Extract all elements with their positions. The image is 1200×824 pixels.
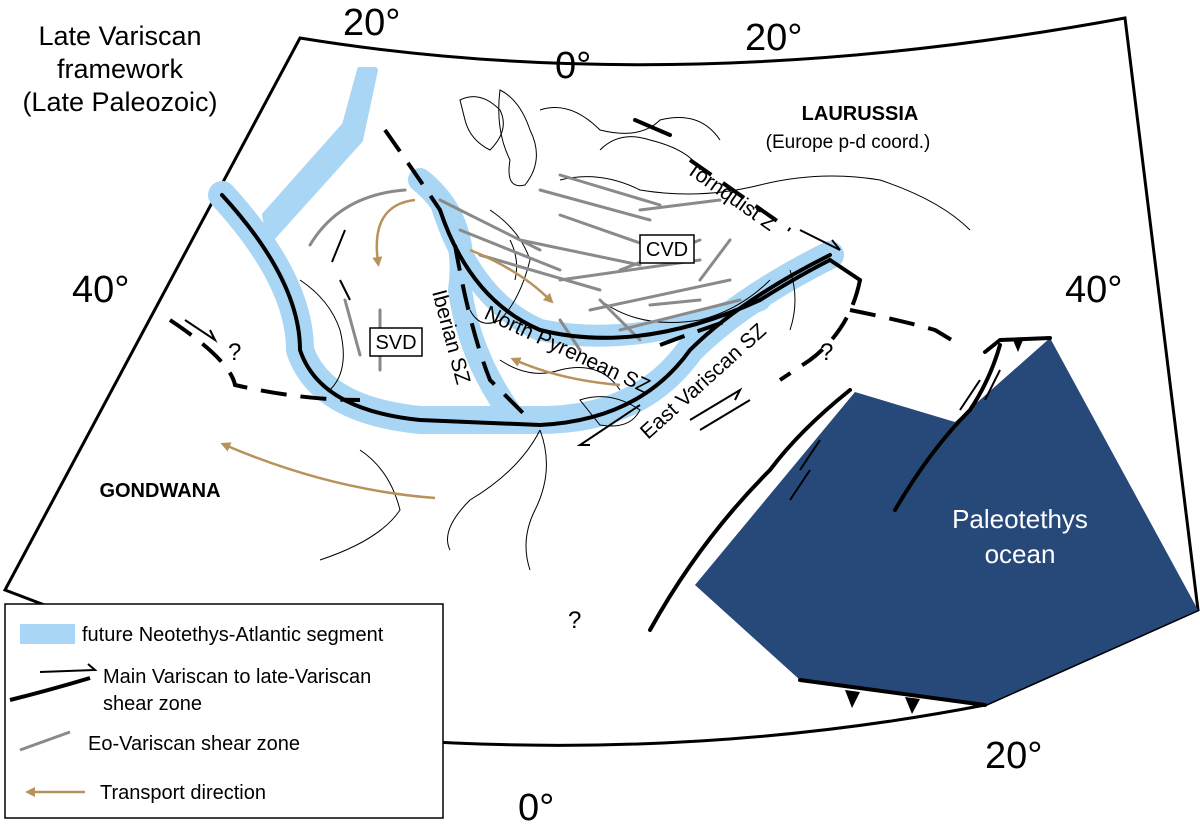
legend-neotethys: future Neotethys-Atlantic segment xyxy=(82,624,384,646)
cvd-label: CVD xyxy=(646,239,688,261)
title-line-3: (Late Paleozoic) xyxy=(22,87,217,117)
unknown-marker-south: ? xyxy=(568,607,581,634)
legend-eo-shear: Eo-Variscan shear zone xyxy=(88,733,300,755)
gondwana-label: GONDWANA xyxy=(99,480,220,502)
coord-top-center: 0° xyxy=(555,45,591,87)
legend-swatch-shear-sense xyxy=(39,663,98,673)
unknown-marker-west: ? xyxy=(228,339,241,366)
legend-swatch-neotethys xyxy=(20,624,75,644)
legend-swatch-eo-shear xyxy=(19,730,71,752)
title-line-1: Late Variscan xyxy=(38,21,201,51)
svd-box xyxy=(369,327,423,357)
cvd-box xyxy=(639,234,695,264)
thrust-teeth xyxy=(845,340,1023,714)
legend-main-shear-2: shear zone xyxy=(103,693,202,715)
coord-bottom-center: 0° xyxy=(518,787,554,824)
svd-label: SVD xyxy=(375,332,416,354)
paleotethys-label-1: Paleotethys xyxy=(952,504,1088,534)
coord-top-right: 20° xyxy=(745,17,802,59)
legend: future Neotethys-Atlantic segment Main V… xyxy=(4,603,444,819)
legend-swatch-main-shear xyxy=(9,676,91,702)
dashed-shear-zones xyxy=(168,128,962,422)
paleotethys-label-2: ocean xyxy=(985,539,1056,569)
legend-box xyxy=(4,603,444,819)
coord-top-left: 20° xyxy=(343,2,400,44)
coord-right: 40° xyxy=(1065,269,1122,311)
legend-transport: Transport direction xyxy=(100,782,266,804)
laurussia-label: LAURUSSIA xyxy=(802,103,919,125)
shear-sense-markers xyxy=(184,229,1001,501)
transport-arrows xyxy=(220,198,621,500)
main-shear-zones xyxy=(220,118,1052,707)
title-line-2: framework xyxy=(57,54,184,84)
unknown-marker-east: ? xyxy=(820,339,833,366)
laurussia-note: (Europe p-d coord.) xyxy=(766,132,931,153)
paleotethys-ocean xyxy=(695,338,1198,705)
coord-bottom-right: 20° xyxy=(985,735,1042,777)
coord-left: 40° xyxy=(72,269,129,311)
legend-main-shear-1: Main Variscan to late-Variscan xyxy=(103,666,371,688)
